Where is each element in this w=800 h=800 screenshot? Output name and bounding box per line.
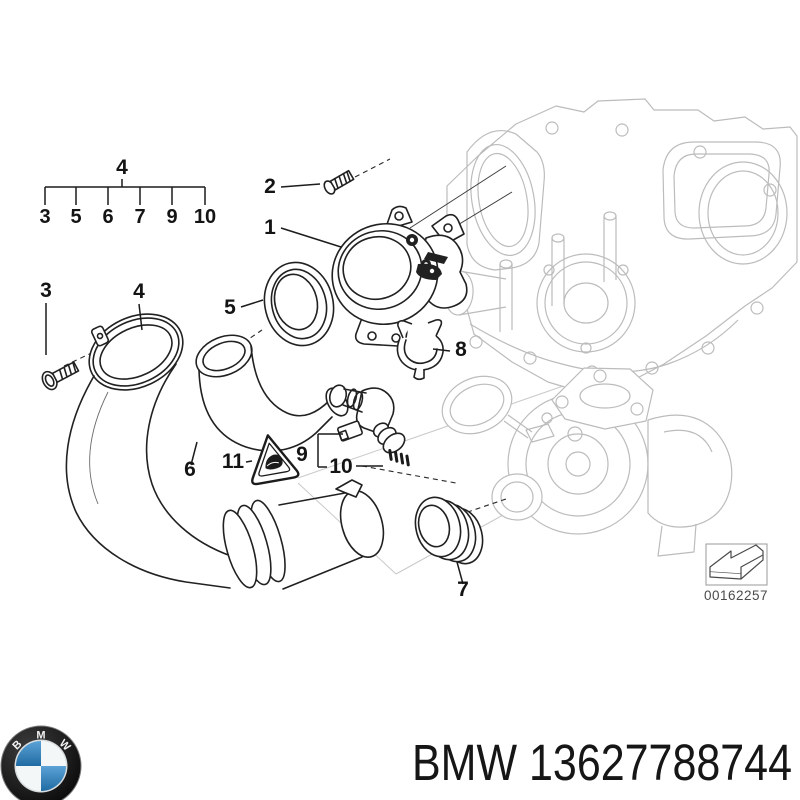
callout-7: 7 xyxy=(457,578,469,601)
clamp-8-drawing xyxy=(396,319,444,381)
intake-boot-drawing xyxy=(65,313,385,590)
turbocharger-drawing xyxy=(441,367,733,557)
legend-parent-label: 4 xyxy=(116,156,128,179)
bmw-logo: B M W xyxy=(0,725,82,800)
callout-9: 9 xyxy=(296,443,308,466)
part-number: BMW 13627788744 xyxy=(412,734,792,791)
legend-item: 10 xyxy=(194,206,216,228)
image-code: 00162257 xyxy=(704,588,768,603)
hose-clamp-lug xyxy=(90,325,110,347)
sensor-elbow-drawing xyxy=(328,384,406,454)
legend-item: 9 xyxy=(166,206,177,228)
callout-8: 8 xyxy=(455,338,467,361)
legend-item: 6 xyxy=(102,206,113,228)
arrow-3d-icon xyxy=(709,544,764,580)
screw-2-icon xyxy=(323,169,355,195)
logo-letter-m: M xyxy=(36,730,45,742)
screw-10-icon xyxy=(388,448,410,467)
legend-item: 3 xyxy=(39,206,50,228)
callout-11: 11 xyxy=(222,450,245,473)
hose-6-drawing xyxy=(195,334,349,452)
callout-1: 1 xyxy=(264,216,276,239)
screw-3-icon xyxy=(41,361,80,391)
callout-10: 10 xyxy=(329,455,352,478)
photo-reference-box: 00162257 xyxy=(704,543,768,603)
cylinder-head-drawing xyxy=(444,98,798,395)
throttle-body-drawing xyxy=(331,205,468,347)
callout-3: 3 xyxy=(40,279,52,302)
legend-item: 5 xyxy=(70,206,81,228)
callout-6: 6 xyxy=(184,458,196,481)
legend-tree: 4 3 5 6 7 9 10 xyxy=(39,156,216,228)
callout-2: 2 xyxy=(264,175,276,198)
callout-5: 5 xyxy=(224,296,236,319)
sealing-ring-7-drawing xyxy=(414,496,484,565)
legend-item: 7 xyxy=(134,206,145,228)
warning-triangle-icon xyxy=(251,434,300,486)
callouts: 2 1 3 4 5 6 7 8 9 10 11 xyxy=(40,175,469,601)
seal-ring-5-drawing xyxy=(263,261,335,347)
callout-4: 4 xyxy=(133,280,145,303)
